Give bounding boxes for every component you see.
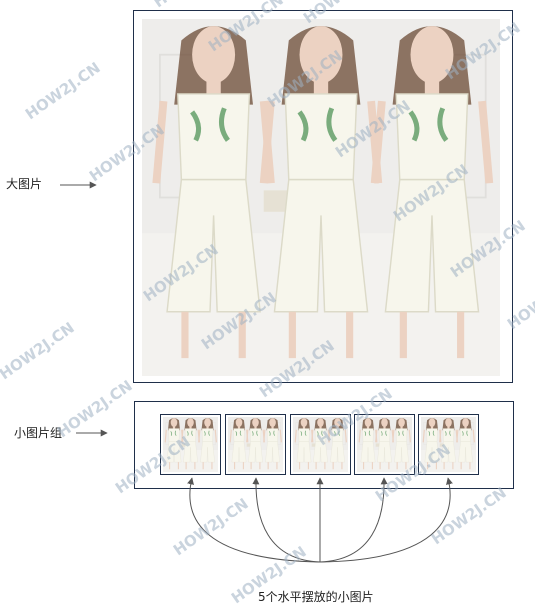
watermark-text: HOW2J.CN [170,495,252,560]
fashion-photo [357,417,412,472]
thumbnail-5-image [421,417,476,472]
thumbnail-1[interactable] [160,414,221,475]
thumbnail-5-arrow [319,477,453,563]
fashion-photo [421,417,476,472]
thumbnail-3-image [293,417,348,472]
thumbnail-2-arrow [252,477,321,563]
thumbnail-pointer-arrows [187,477,453,563]
thumbnail-1-image [163,417,218,472]
fashion-photo [163,417,218,472]
big-image-label: 大图片 [6,177,43,191]
big-image [142,19,500,376]
big-image-frame [133,10,513,383]
fashion-photo [228,417,283,472]
thumbnail-1-arrow [187,477,321,563]
watermark-text: HOW2J.CN [0,319,78,384]
thumbnails-caption: 5个水平摆放的小图片 [258,590,374,604]
thumbnail-4-image [357,417,412,472]
thumbnail-4[interactable] [354,414,415,475]
fashion-photo [142,19,500,376]
thumbnail-4-arrow [319,477,388,563]
thumbnail-3[interactable] [290,414,351,475]
fashion-photo [293,417,348,472]
thumbnail-2[interactable] [225,414,286,475]
watermark-text: HOW2J.CN [54,377,136,442]
label-pointer-arrows [60,181,108,437]
thumbnail-2-image [228,417,283,472]
watermark-text: HOW2J.CN [22,59,104,124]
thumbnail-strip [134,401,514,489]
watermark-text: HOW2J.CN [428,484,510,549]
thumbnail-group-label: 小图片组 [14,426,63,440]
thumbnail-5[interactable] [418,414,479,475]
